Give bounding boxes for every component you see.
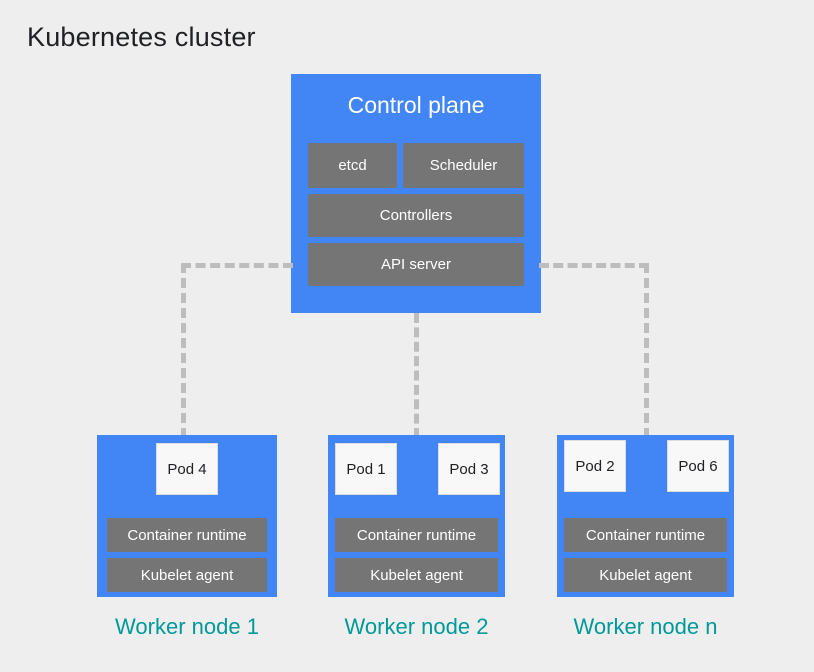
kubelet-agent-bar: Kubelet agent bbox=[564, 558, 727, 592]
pod-box: Pod 4 bbox=[156, 443, 218, 495]
control-plane-component-etcd: etcd bbox=[308, 143, 397, 188]
page-title: Kubernetes cluster bbox=[27, 22, 256, 52]
control-plane-component-scheduler: Scheduler bbox=[403, 143, 524, 188]
container-runtime-bar: Container runtime bbox=[564, 518, 727, 552]
connector-api-server-to-node-1-vertical bbox=[181, 263, 186, 438]
pod-box: Pod 6 bbox=[667, 440, 729, 492]
control-plane-component-controllers: Controllers bbox=[308, 194, 524, 237]
worker-node-2-caption: Worker node 2 bbox=[344, 614, 489, 639]
worker-node-n-box: Pod 2 Pod 6 Container runtime Kubelet ag… bbox=[557, 435, 734, 597]
pod-box: Pod 2 bbox=[564, 440, 626, 492]
pod-box: Pod 3 bbox=[438, 443, 500, 495]
control-plane-box: Control plane etcd Scheduler Controllers… bbox=[291, 74, 541, 313]
connector-api-server-to-node-1-horizontal bbox=[181, 263, 293, 268]
kubelet-agent-bar: Kubelet agent bbox=[107, 558, 267, 592]
control-plane-title: Control plane bbox=[347, 92, 485, 118]
worker-node-1-box: Pod 4 Container runtime Kubelet agent bbox=[97, 435, 277, 597]
kubelet-agent-bar: Kubelet agent bbox=[335, 558, 498, 592]
worker-node-1-caption: Worker node 1 bbox=[115, 614, 259, 639]
container-runtime-bar: Container runtime bbox=[107, 518, 267, 552]
worker-node-2-box: Pod 1 Pod 3 Container runtime Kubelet ag… bbox=[328, 435, 505, 597]
container-runtime-bar: Container runtime bbox=[335, 518, 498, 552]
control-plane-component-api-server: API server bbox=[308, 243, 524, 286]
connector-api-server-to-node-n-vertical bbox=[644, 263, 649, 438]
connector-api-server-to-node-n-horizontal bbox=[539, 263, 649, 268]
worker-node-n-caption: Worker node n bbox=[573, 614, 718, 639]
connector-api-server-to-node-2-vertical bbox=[414, 313, 419, 438]
pod-box: Pod 1 bbox=[335, 443, 397, 495]
